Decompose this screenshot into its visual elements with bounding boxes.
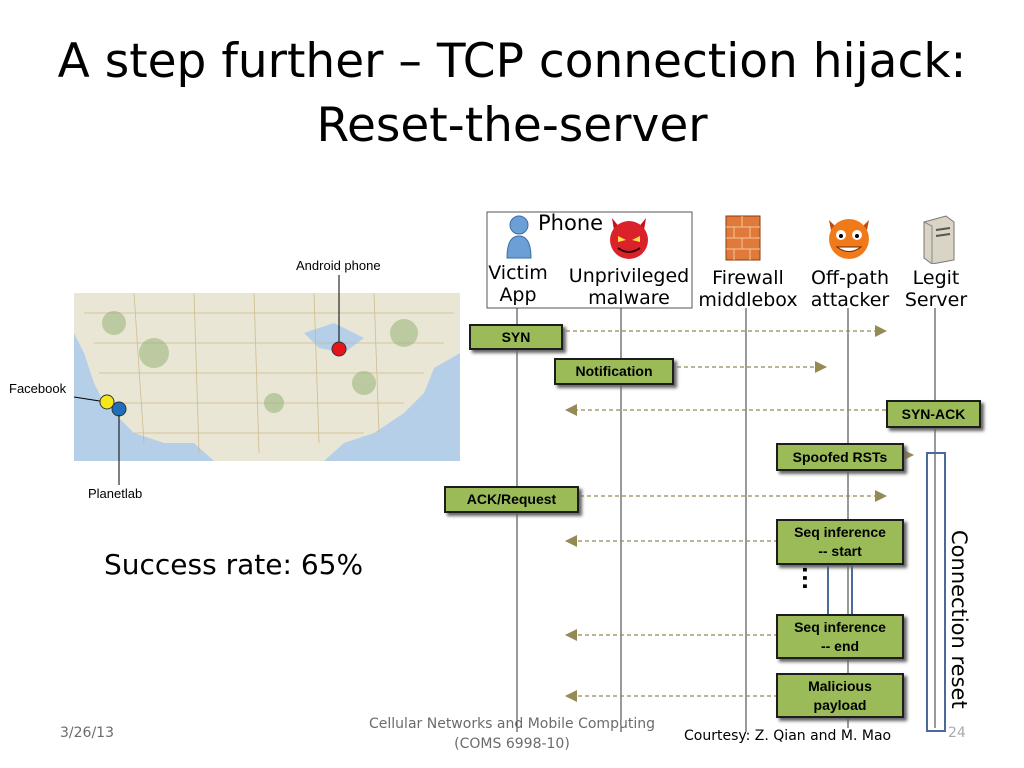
title-line-2: Reset-the-server: [316, 98, 708, 153]
facebook-marker: [99, 394, 115, 410]
actor-victim-line2: App: [499, 284, 537, 306]
title-line-1: A step further – TCP connection hijack:: [57, 34, 967, 89]
footer-course: Cellular Networks and Mobile Computing (…: [362, 714, 662, 754]
actor-firewall-line2: middlebox: [698, 289, 798, 311]
success-rate-text: Success rate: 65%: [104, 548, 364, 581]
footer-course-line1: Cellular Networks and Mobile Computing: [369, 716, 655, 732]
actor-server: Legit Server: [900, 267, 972, 311]
android-marker: [331, 341, 347, 357]
page-number: 24: [948, 725, 966, 741]
actor-server-line1: Legit: [912, 267, 960, 289]
devil-icon: [610, 218, 648, 259]
msg-seq-start-line1: Seq inference: [794, 524, 886, 540]
angry-face-icon: [829, 219, 869, 259]
actor-victim-line1: Victim: [488, 262, 548, 284]
actor-malware-line2: malware: [588, 287, 670, 309]
user-icon: [506, 215, 532, 259]
msg-seq-inference-start: Seq inference -- start: [776, 519, 904, 565]
msg-notification: Notification: [554, 358, 674, 385]
msg-seq-start-line2: -- start: [818, 543, 862, 559]
actor-attacker: Off-path attacker: [804, 267, 896, 311]
ellipsis-dots: …: [797, 565, 827, 591]
actor-firewall-line1: Firewall: [712, 267, 784, 289]
msg-seq-end-line1: Seq inference: [794, 619, 886, 635]
actor-attacker-line2: attacker: [810, 289, 890, 311]
footer-course-line2: (COMS 6998-10): [454, 736, 570, 752]
connection-reset-label: Connection reset: [947, 530, 971, 709]
msg-malicious-payload: Malicious payload: [776, 673, 904, 718]
android-phone-label: Android phone: [296, 258, 381, 273]
firewall-icon: [725, 215, 761, 261]
msg-syn-ack: SYN-ACK: [886, 400, 981, 428]
map-markers: [73, 275, 347, 485]
actor-victim-app: Victim App: [486, 262, 550, 306]
actor-server-line2: Server: [904, 289, 968, 311]
actor-firewall: Firewall middlebox: [694, 267, 802, 311]
phone-group-box: [486, 211, 693, 309]
planetlab-label: Planetlab: [88, 486, 143, 501]
slide-title: A step further – TCP connection hijack: …: [0, 30, 1024, 158]
msg-syn: SYN: [469, 324, 563, 350]
msg-payload-line1: Malicious: [808, 678, 872, 694]
server-reset-bar: [926, 452, 946, 732]
msg-spoofed-rsts: Spoofed RSTs: [776, 443, 904, 471]
actor-attacker-line1: Off-path: [810, 267, 890, 289]
msg-payload-line2: payload: [813, 697, 867, 713]
msg-seq-end-line2: -- end: [820, 638, 860, 654]
us-map-graphic: [74, 292, 460, 461]
server-icon: [923, 215, 955, 264]
actor-malware-line1: Unprivileged: [568, 265, 690, 287]
courtesy-text: Courtesy: Z. Qian and M. Mao: [684, 728, 892, 744]
us-map-image: [74, 292, 460, 461]
msg-seq-inference-end: Seq inference -- end: [776, 614, 904, 659]
phone-group-label: Phone: [538, 211, 604, 235]
footer-date: 3/26/13: [60, 725, 114, 741]
facebook-label: Facebook: [9, 381, 67, 396]
actor-malware: Unprivileged malware: [562, 265, 696, 309]
msg-ack-request: ACK/Request: [444, 486, 579, 513]
